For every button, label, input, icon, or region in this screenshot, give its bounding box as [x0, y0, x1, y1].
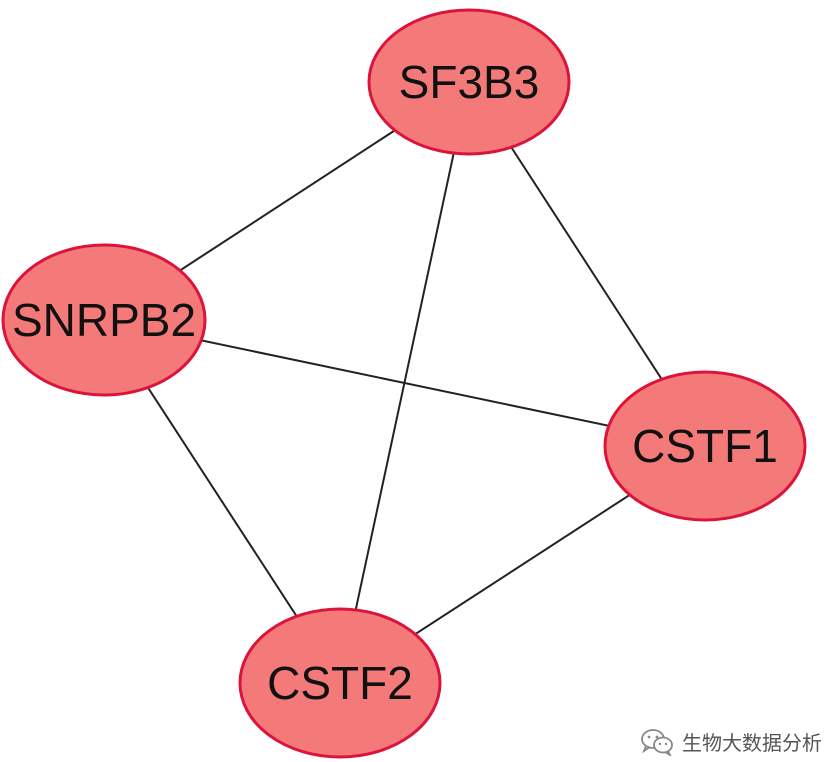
watermark: 生物大数据分析 — [640, 727, 822, 756]
node-ellipse — [603, 370, 807, 522]
edge-snrpb2-cstf1 — [103, 319, 706, 447]
edges-layer — [103, 81, 706, 684]
node-cstf2: CSTF2 — [238, 607, 442, 759]
node-ellipse — [367, 8, 571, 156]
node-ellipse — [1, 243, 207, 397]
node-sf3b3: SF3B3 — [367, 8, 571, 156]
node-ellipse — [238, 607, 442, 759]
node-snrpb2: SNRPB2 — [1, 243, 207, 397]
node-cstf1: CSTF1 — [603, 370, 807, 522]
node-label: SF3B3 — [399, 56, 540, 108]
watermark-text: 生物大数据分析 — [682, 731, 822, 755]
node-label: CSTF1 — [632, 420, 778, 472]
wechat-icon — [641, 728, 673, 756]
node-label: CSTF2 — [267, 657, 413, 709]
node-label: SNRPB2 — [12, 294, 196, 346]
